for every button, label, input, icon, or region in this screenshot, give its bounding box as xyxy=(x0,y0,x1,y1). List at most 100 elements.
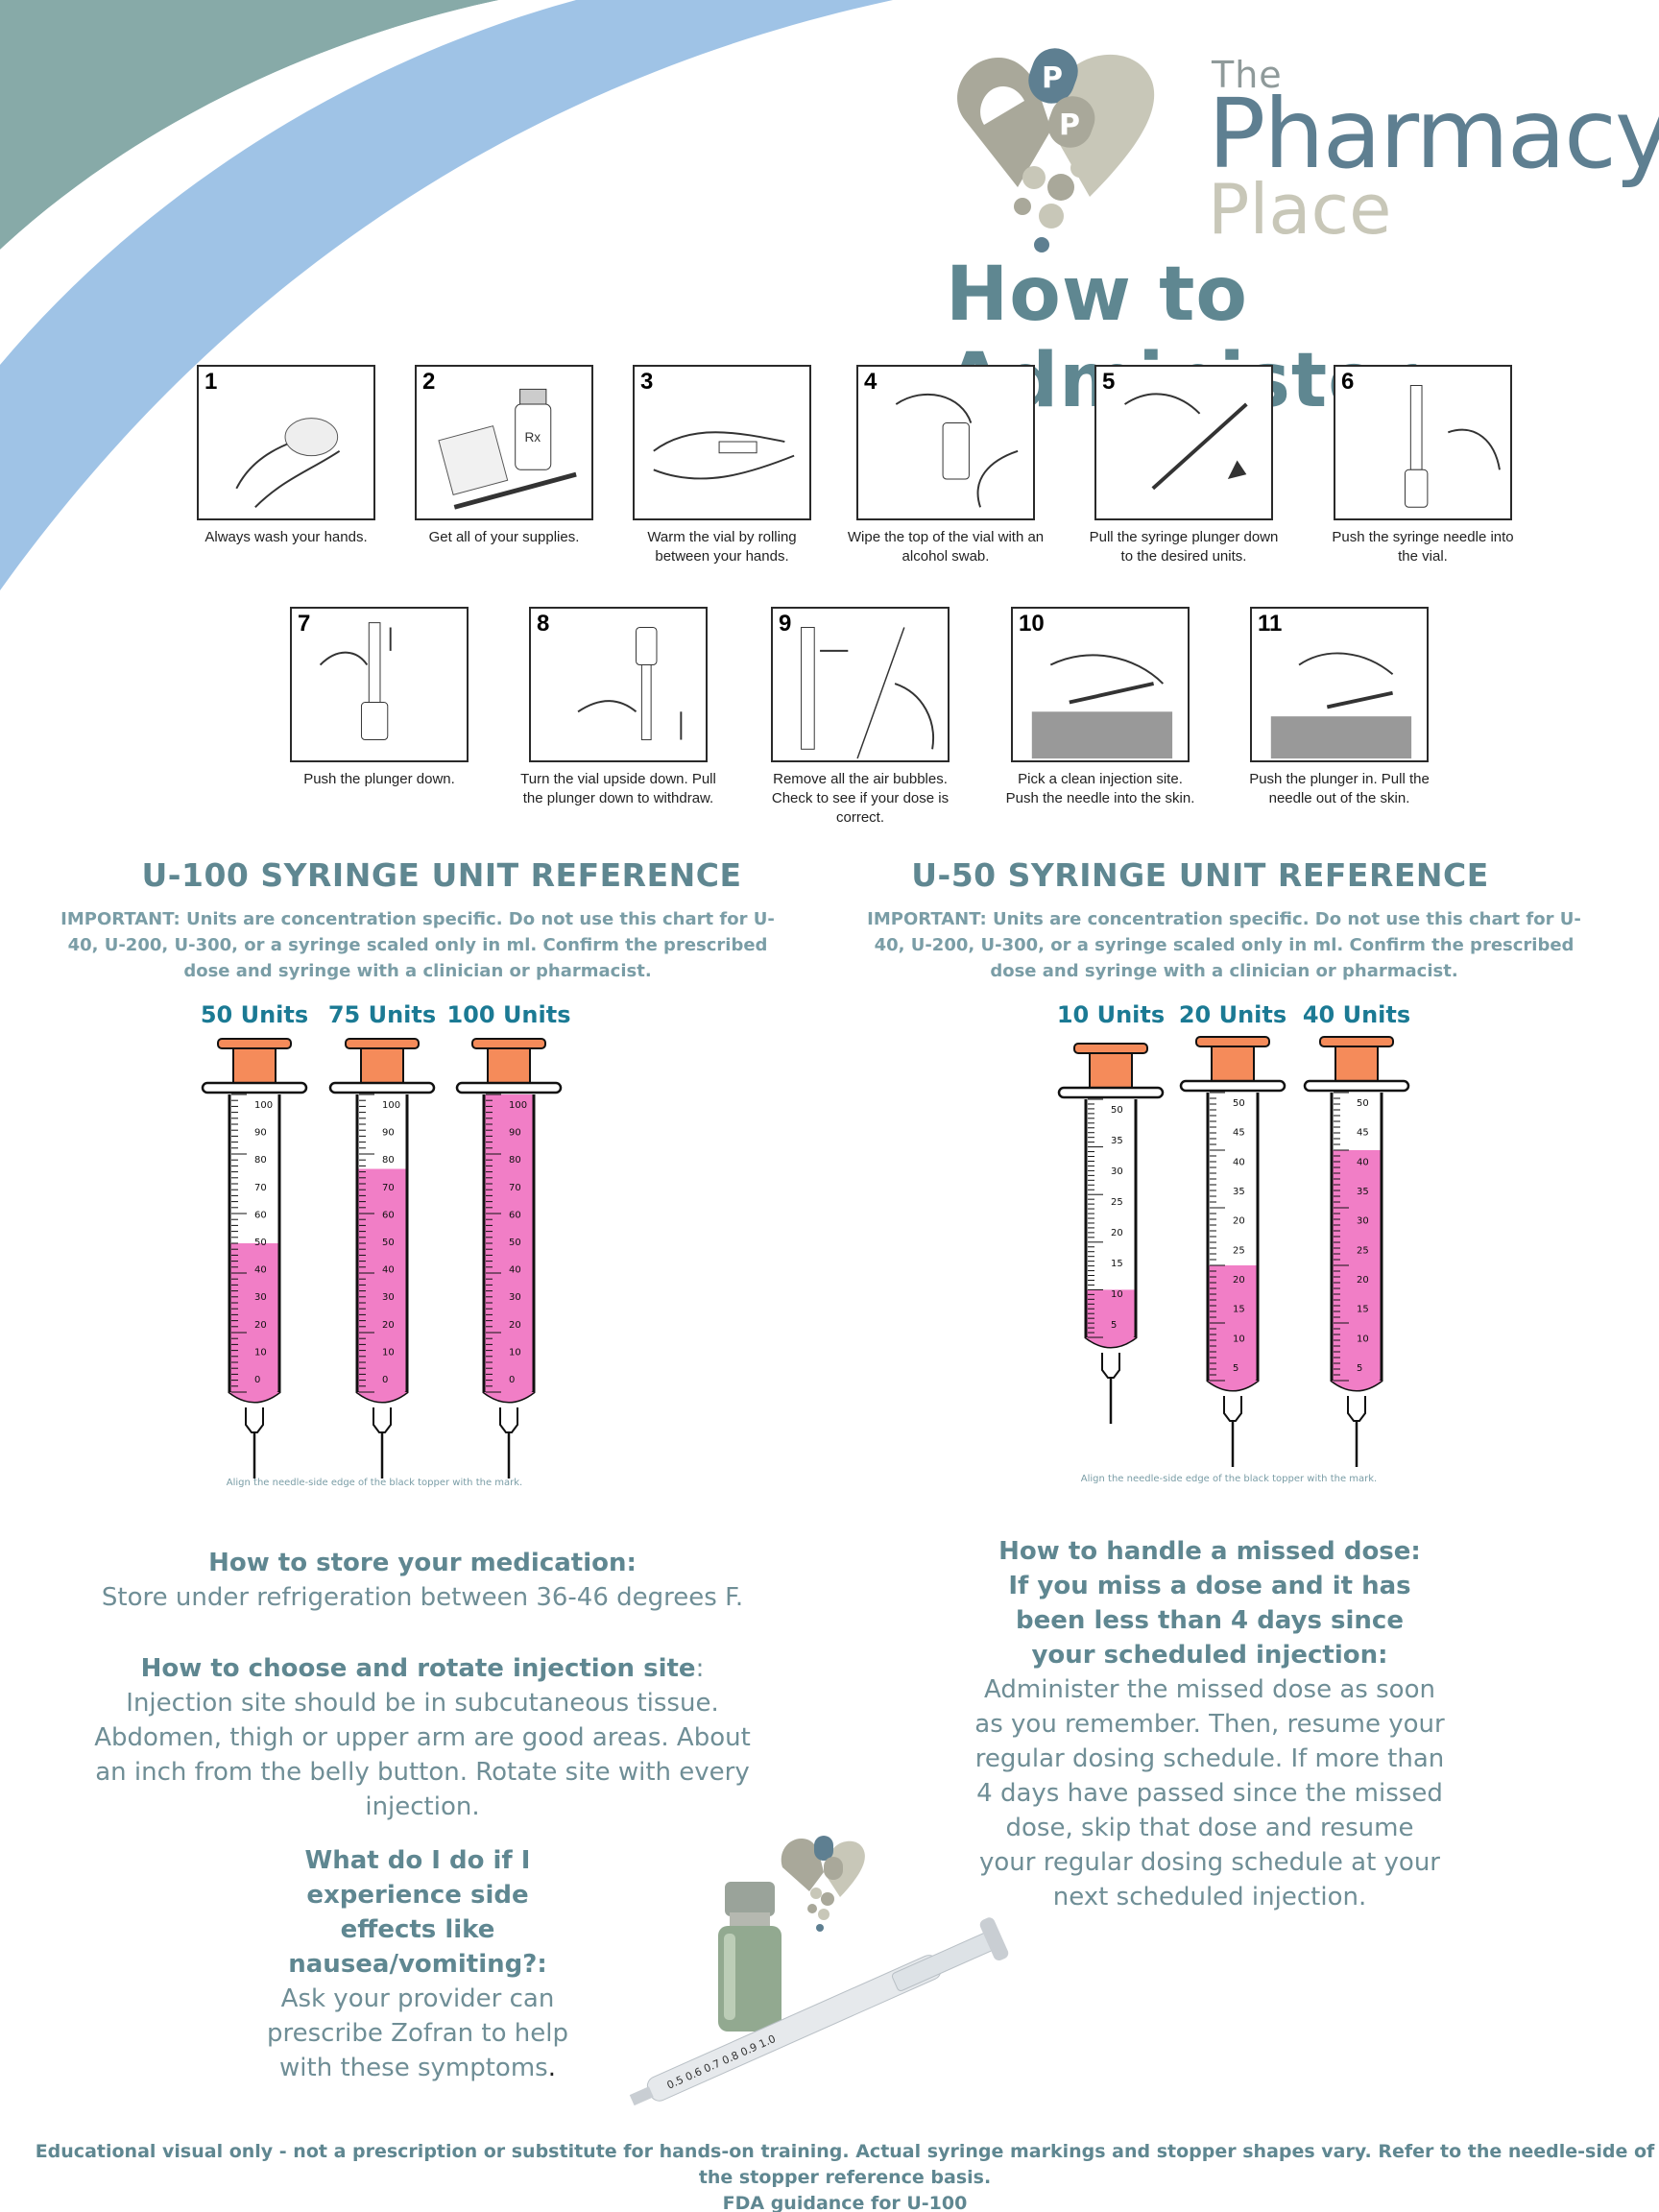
needle-hub xyxy=(245,1407,264,1433)
scale-label: 35 xyxy=(1111,1136,1123,1146)
scale-label: 70 xyxy=(509,1183,521,1193)
step-illustration: 8 xyxy=(529,607,708,762)
syringe-label: 20 Units xyxy=(1178,1001,1287,1028)
scale-label: 50 xyxy=(1357,1098,1369,1109)
step-number: 4 xyxy=(864,369,878,395)
logo-the-text: The xyxy=(1212,54,1283,96)
step-caption: Pick a clean injection site. Push the ne… xyxy=(1005,771,1195,806)
vial-syringe-photo: 0.5 0.6 0.7 0.8 0.9 1.0 xyxy=(629,1836,1009,2106)
step-caption: Warm the vial by rolling between your ha… xyxy=(647,529,797,565)
step-number: 7 xyxy=(298,611,311,637)
finger-flange xyxy=(1303,1079,1410,1093)
pull-plunger-icon xyxy=(1124,393,1248,491)
needle-hub xyxy=(1347,1396,1366,1422)
withdraw-needle-icon xyxy=(1270,652,1412,759)
scale-label: 80 xyxy=(382,1155,395,1166)
scale-label: 100 xyxy=(509,1100,527,1111)
finger-flange xyxy=(1179,1079,1286,1093)
plunger-head xyxy=(360,1047,404,1084)
step-number: 11 xyxy=(1258,611,1283,637)
step-number: 9 xyxy=(779,611,792,637)
step-illustration: 11 xyxy=(1250,607,1429,762)
insert-needle-icon xyxy=(1404,385,1501,508)
plunger-cap xyxy=(345,1038,420,1049)
u50-title: U-50 SYRINGE UNIT REFERENCE xyxy=(911,856,1489,894)
scale-label: 20 xyxy=(254,1320,267,1331)
step-caption: Push the plunger down. xyxy=(303,771,455,787)
u50-align-note: Align the needle-side edge of the black … xyxy=(1080,1474,1378,1484)
step-caption: Wipe the top of the vial with an alcohol… xyxy=(847,529,1045,565)
footer-line1: Educational visual only - not a prescrip… xyxy=(35,2141,1655,2188)
scale-label: 30 xyxy=(382,1292,395,1303)
u50-note: IMPORTANT: Units are concentration speci… xyxy=(867,909,1581,981)
scale-label: 10 xyxy=(1111,1289,1123,1300)
syringe-label: 40 Units xyxy=(1302,1001,1411,1028)
scale-label: 45 xyxy=(1357,1128,1369,1139)
scale-label: 70 xyxy=(382,1183,395,1193)
scale-label: 40 xyxy=(1357,1157,1369,1167)
scale-label: 80 xyxy=(254,1155,267,1166)
scale-label: 0 xyxy=(382,1375,388,1385)
store-section: How to store your medication: Store unde… xyxy=(58,1546,787,1615)
scale-label: 30 xyxy=(1357,1216,1369,1227)
step-caption: Push the plunger in. Pull the needle out… xyxy=(1249,771,1430,806)
scale-label: 0 xyxy=(254,1375,260,1385)
scale-label: 50 xyxy=(509,1238,521,1248)
scale-label: 20 xyxy=(382,1320,395,1331)
hand-wash-icon xyxy=(235,418,341,508)
scale-label: 90 xyxy=(382,1128,395,1139)
step-illustration: 4 xyxy=(856,365,1035,520)
inject-icon xyxy=(1031,654,1173,759)
side-effects-period: . xyxy=(547,2054,556,2082)
rotate-section: How to choose and rotate injection site:… xyxy=(77,1651,768,1824)
scale-label: 5 xyxy=(1233,1363,1238,1374)
finger-flange xyxy=(328,1081,436,1094)
side-effects-section: What do I do if I experience side effect… xyxy=(259,1843,576,2085)
u100-title: U-100 SYRINGE UNIT REFERENCE xyxy=(141,856,742,894)
step-number: 3 xyxy=(640,369,654,395)
scale-label: 10 xyxy=(509,1347,521,1358)
scale-label: 40 xyxy=(509,1265,521,1276)
footer-disclaimer: Educational visual only - not a prescrip… xyxy=(29,2139,1659,2212)
plunger-head xyxy=(232,1047,276,1084)
store-heading: How to store your medication: xyxy=(208,1549,637,1577)
scale-label: 30 xyxy=(1111,1166,1123,1177)
mini-logo-icon xyxy=(781,1836,865,1932)
scale-label: 15 xyxy=(1111,1259,1123,1269)
missed-dose-section: How to handle a missed dose: If you miss… xyxy=(974,1534,1445,1914)
step-number: 2 xyxy=(422,369,436,395)
step-illustration: 1 xyxy=(197,365,375,520)
barrel-tip xyxy=(1332,1381,1382,1390)
scale-label: 45 xyxy=(1233,1128,1245,1139)
plunger-head xyxy=(1211,1046,1255,1082)
scale-label: 100 xyxy=(254,1100,273,1111)
scale-label: 5 xyxy=(1357,1363,1362,1374)
step-caption: Pull the syringe plunger down to the des… xyxy=(1089,529,1279,565)
step-caption: Get all of your supplies. xyxy=(428,529,580,545)
barrel-tip xyxy=(1208,1381,1258,1390)
step-number: 10 xyxy=(1019,611,1045,637)
scale-label: 20 xyxy=(1357,1275,1369,1286)
scale-label: 50 xyxy=(1233,1098,1245,1109)
step-caption: Always wash your hands. xyxy=(204,529,368,545)
roll-vial-icon xyxy=(653,431,795,480)
needle-hub xyxy=(1101,1353,1120,1379)
supplies-icon: Rx xyxy=(438,388,577,510)
needle-hub xyxy=(373,1407,392,1433)
wipe-vial-icon xyxy=(895,393,1019,508)
step-caption: Remove all the air bubbles. Check to see… xyxy=(771,771,950,826)
u100-align-note: Align the needle-side edge of the black … xyxy=(226,1478,523,1488)
scale-label: 30 xyxy=(509,1292,521,1303)
dose-fill xyxy=(229,1243,279,1392)
